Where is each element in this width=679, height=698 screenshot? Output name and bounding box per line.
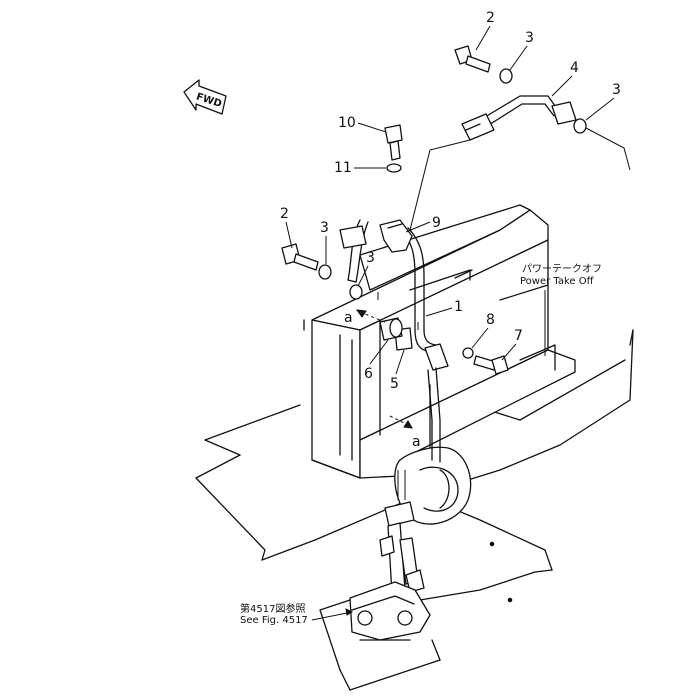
view-marker-a-upper: a [344, 310, 353, 326]
power-take-off-label: パワーテークオフ Power Take Off [520, 263, 602, 356]
callout-11: 11 [334, 160, 352, 176]
bolt-2-left [281, 243, 319, 271]
washer-3-left-lower [349, 284, 363, 300]
bolt-7 [473, 355, 509, 375]
power-take-off-jp: パワーテークオフ [522, 263, 602, 275]
callout-4: 4 [570, 60, 579, 76]
bushing-6 [379, 317, 403, 341]
callout-5: 5 [390, 376, 399, 392]
callout-2-upper: 2 [486, 10, 495, 26]
callout-3-upper-right: 3 [612, 82, 621, 98]
bolt-10 [384, 124, 403, 161]
power-take-off-housing [303, 204, 576, 479]
hose-pipe-1 [339, 219, 449, 500]
callout-labels: 2 3 4 3 10 11 9 2 3 3 1 8 7 6 5 a a [280, 10, 621, 450]
fitting-9 [379, 219, 413, 253]
view-arrows [355, 292, 419, 429]
callout-3-upper-left: 3 [525, 30, 534, 46]
bolt-2-upper [454, 45, 491, 73]
callout-1: 1 [454, 299, 463, 315]
callout-8: 8 [486, 312, 495, 328]
callout-3-left-lower: 3 [366, 250, 375, 266]
washer-3-upper-right [573, 118, 587, 134]
see-fig-jp: 第4517図参照 [240, 602, 305, 615]
washer-11 [386, 163, 402, 173]
callout-3-left: 3 [320, 220, 329, 236]
callout-10: 10 [338, 115, 356, 131]
see-fig-en: See Fig. 4517 [240, 615, 308, 626]
power-take-off-en: Power Take Off [520, 276, 595, 287]
callout-9: 9 [432, 215, 441, 231]
washer-3-left [318, 264, 332, 280]
tube-4 [409, 95, 631, 231]
fwd-arrow-icon: FWD [183, 79, 227, 115]
see-fig-reference: 第4517図参照 See Fig. 4517 [240, 602, 354, 626]
washer-8 [462, 347, 474, 359]
callout-6: 6 [364, 366, 373, 382]
hydraulic-pump [349, 446, 472, 641]
callout-7: 7 [514, 328, 523, 344]
view-marker-a-lower: a [412, 434, 421, 450]
washer-3-upper-left [499, 68, 513, 84]
callout-2-left: 2 [280, 206, 289, 222]
